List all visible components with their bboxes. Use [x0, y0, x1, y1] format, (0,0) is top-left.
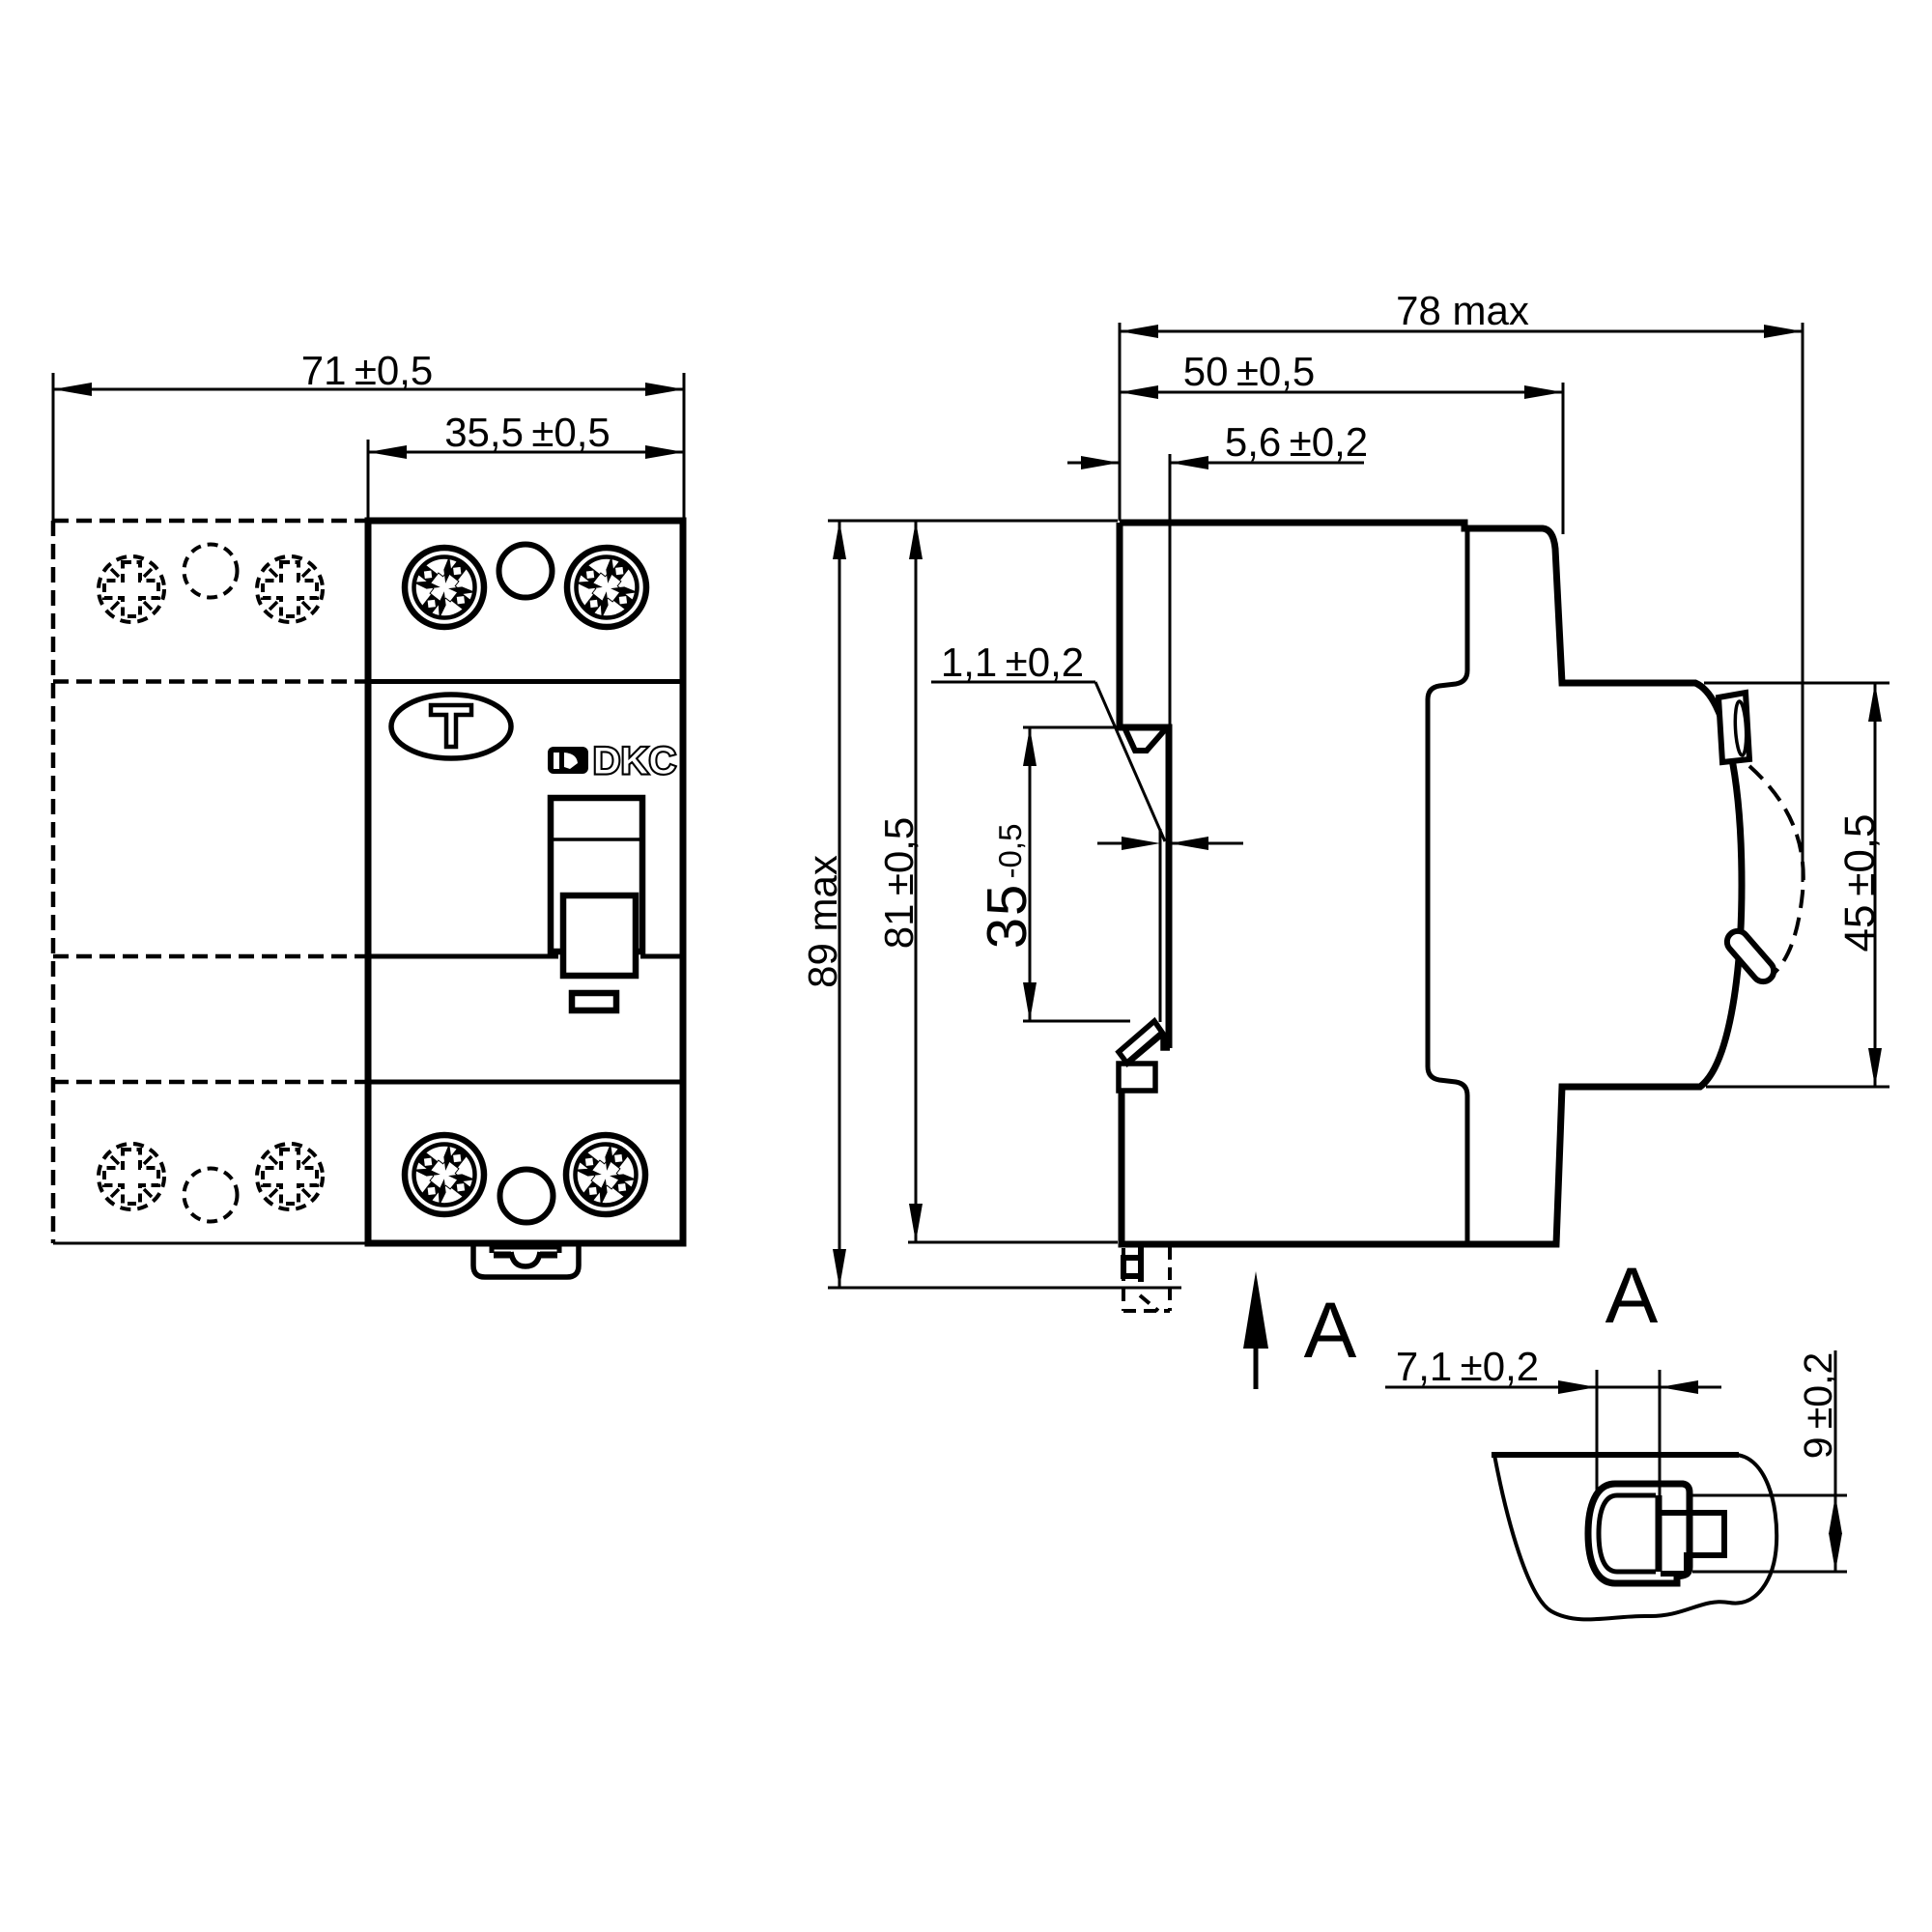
svg-text:9 ±0,2: 9 ±0,2: [1796, 1352, 1840, 1460]
svg-text:45 ±0,5: 45 ±0,5: [1836, 813, 1884, 952]
svg-text:71 ±0,5: 71 ±0,5: [301, 348, 434, 393]
svg-text:35,5 ±0,5: 35,5 ±0,5: [444, 410, 611, 455]
svg-text:7,1 ±0,2: 7,1 ±0,2: [1396, 1344, 1539, 1389]
svg-text:1,1 ±0,2: 1,1 ±0,2: [941, 639, 1084, 685]
svg-text:A: A: [1605, 1252, 1659, 1340]
svg-text:A: A: [1304, 1287, 1357, 1375]
svg-text:DKC: DKC: [593, 740, 677, 782]
svg-text:78 max: 78 max: [1396, 288, 1529, 333]
svg-text:50 ±0,5: 50 ±0,5: [1183, 349, 1316, 394]
svg-text:89 max: 89 max: [800, 855, 845, 988]
svg-text:35: 35: [976, 883, 1038, 950]
svg-text:-0,5: -0,5: [992, 824, 1028, 879]
svg-text:81 ±0,5: 81 ±0,5: [876, 817, 922, 950]
svg-text:5,6 ±0,2: 5,6 ±0,2: [1225, 419, 1368, 465]
svg-text:DKC: DKC: [593, 740, 677, 782]
